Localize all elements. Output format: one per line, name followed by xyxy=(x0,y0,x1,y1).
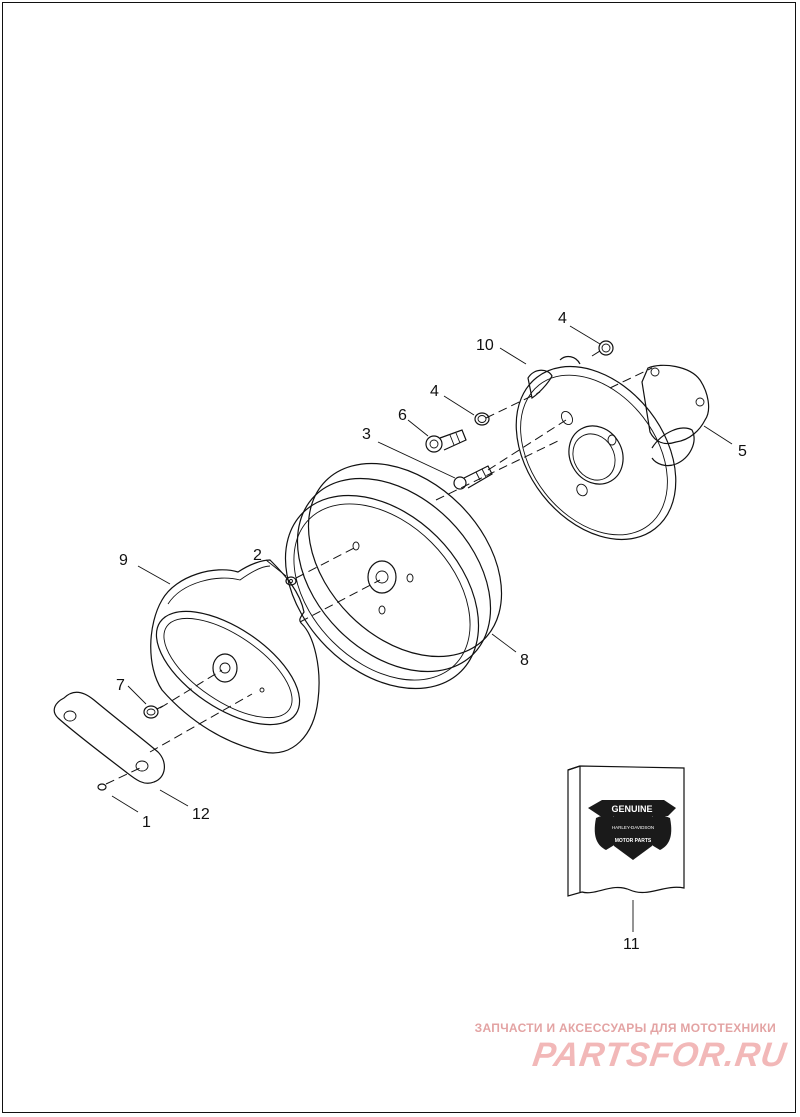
part-12-trim-plate xyxy=(53,691,165,784)
leader-lines xyxy=(111,325,733,932)
callout-4-lower: 4 xyxy=(430,383,439,400)
emblem-text-genuine: GENUINE xyxy=(611,804,652,814)
callout-4-upper: 4 xyxy=(558,310,567,327)
part-1-screw xyxy=(97,783,107,791)
callout-8: 8 xyxy=(520,652,529,669)
callout-numbers: 1 12 2 3 4 4 5 6 7 8 9 10 11 xyxy=(116,310,747,953)
emblem-text-brand: HARLEY-DAVIDSON xyxy=(612,825,654,830)
part-4-o-ring-lower xyxy=(474,412,490,426)
assembly-lines xyxy=(105,350,653,785)
genuine-parts-emblem: GENUINE HARLEY-DAVIDSON MOTOR PARTS xyxy=(588,800,676,860)
part-6-breather-bolt xyxy=(425,429,467,453)
callout-2: 2 xyxy=(253,547,262,564)
callout-11: 11 xyxy=(623,936,640,953)
part-3-breather-bolt xyxy=(453,465,493,490)
callout-9: 9 xyxy=(119,552,128,569)
callout-12: 12 xyxy=(192,806,210,823)
watermark-tagline: ЗАПЧАСТИ И АКСЕССУАРЫ ДЛЯ МОТОТЕХНИКИ xyxy=(474,1021,776,1035)
watermark-brand: PARTSFOR.RU xyxy=(529,1036,789,1074)
emblem-text-motor-parts: MOTOR PARTS xyxy=(615,838,652,844)
part-2-screw xyxy=(285,576,297,586)
callout-5: 5 xyxy=(738,443,747,460)
part-10-backplate xyxy=(515,355,695,541)
callout-10: 10 xyxy=(476,337,494,354)
callout-7: 7 xyxy=(116,677,125,694)
part-9-cover xyxy=(150,559,320,754)
part-4-o-ring-upper xyxy=(598,340,614,356)
part-8-filter-element xyxy=(284,462,503,690)
part-11-parts-kit: GENUINE HARLEY-DAVIDSON MOTOR PARTS xyxy=(567,765,685,897)
callout-1: 1 xyxy=(142,814,151,831)
callout-3: 3 xyxy=(362,426,371,443)
callout-6: 6 xyxy=(398,407,407,424)
part-5-gasket xyxy=(641,364,710,445)
